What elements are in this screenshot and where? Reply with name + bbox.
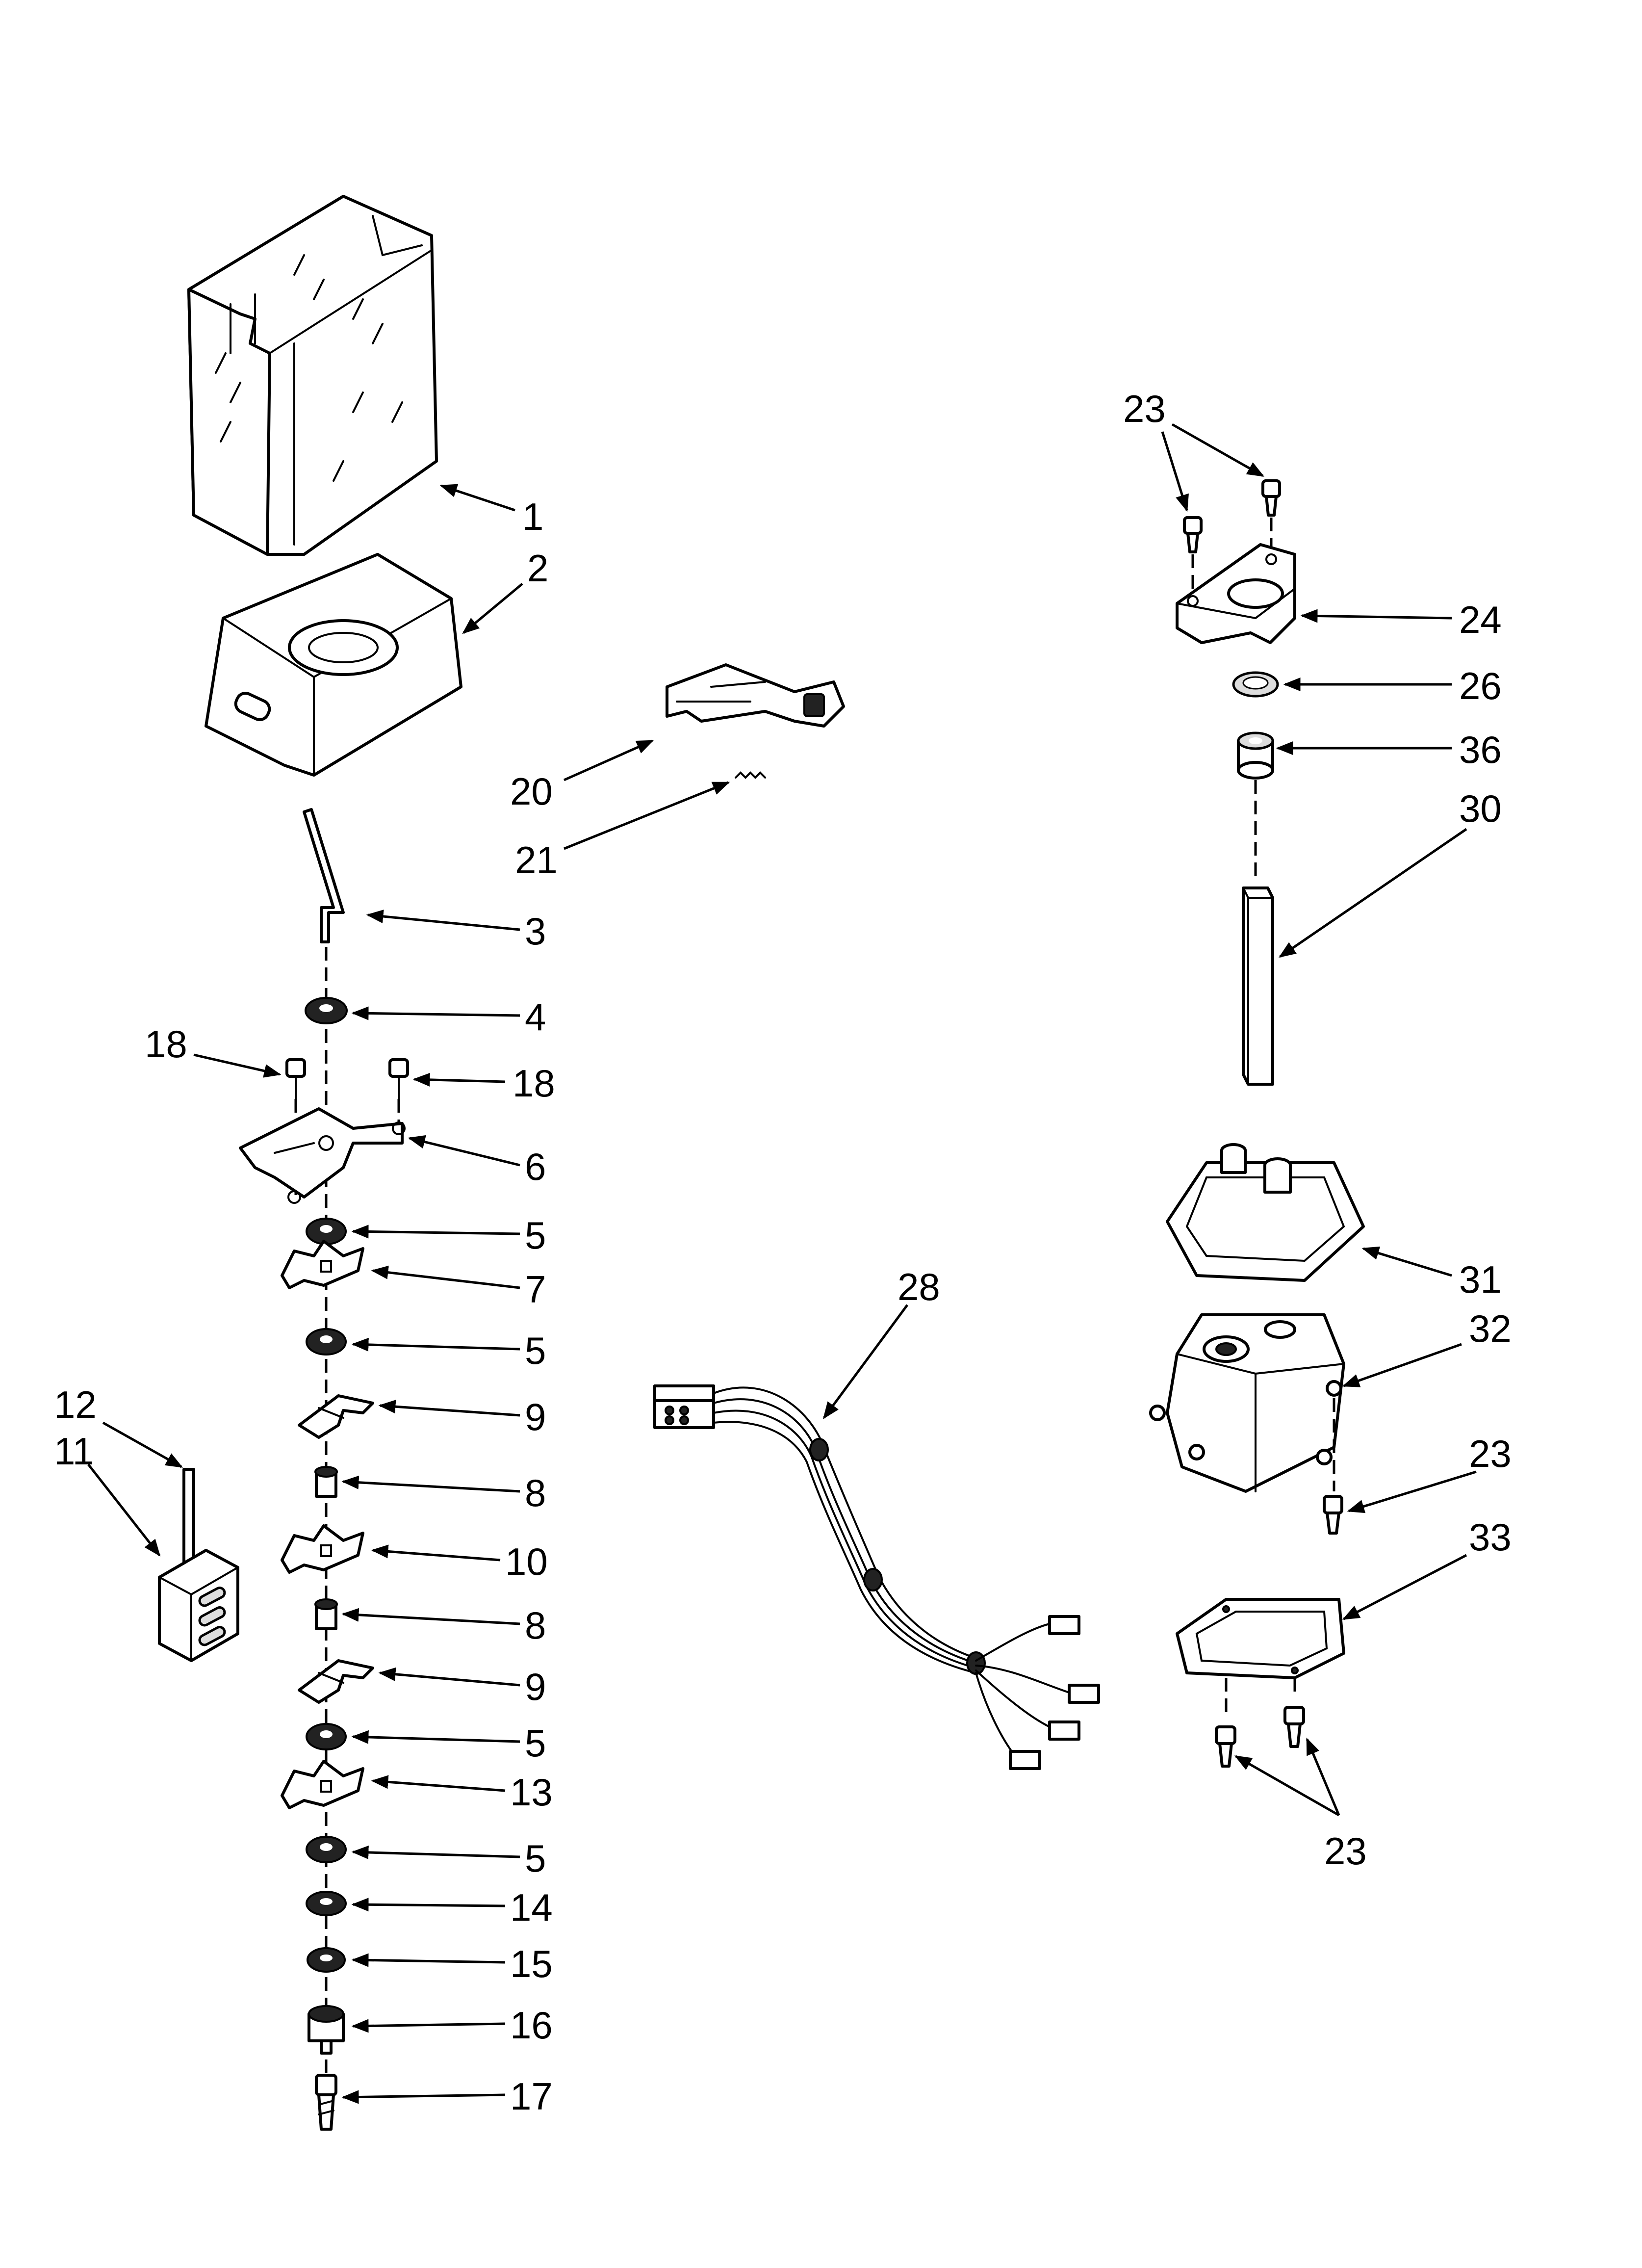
callout-14: 14	[510, 1886, 553, 1929]
part-8-bushing-a	[314, 1466, 338, 1498]
part-5-washer-b	[306, 1328, 347, 1356]
callout-7: 7	[525, 1268, 546, 1311]
part-23-screw-bottom-right	[1283, 1706, 1305, 1748]
callout-18-left: 18	[145, 1022, 187, 1066]
callout-2: 2	[527, 547, 548, 590]
part-5-washer-c	[306, 1723, 347, 1750]
callout-33: 33	[1469, 1515, 1512, 1559]
callout-9-a: 9	[525, 1395, 546, 1438]
part-2-bucket-base	[205, 553, 462, 777]
callout-10: 10	[505, 1540, 548, 1583]
callout-31: 31	[1459, 1258, 1502, 1301]
part-20-lever-bracket	[666, 663, 845, 728]
callout-9-b: 9	[525, 1665, 546, 1708]
part-23-screw-top-left	[1183, 516, 1203, 589]
part-24-mount-plate	[1176, 543, 1296, 644]
part-12-pin	[182, 1468, 195, 1571]
callout-1: 1	[522, 495, 543, 538]
callout-36: 36	[1459, 728, 1502, 771]
part-4-washer	[305, 997, 348, 1024]
callout-30: 30	[1459, 787, 1502, 830]
callout-20: 20	[510, 770, 553, 813]
part-8-bushing-b	[314, 1598, 338, 1630]
callout-5-c: 5	[525, 1721, 546, 1765]
callout-12: 12	[54, 1383, 97, 1426]
callout-18-right: 18	[513, 1062, 555, 1105]
part-23-screw-mid	[1323, 1495, 1343, 1535]
callout-8-b: 8	[525, 1604, 546, 1647]
callout-28: 28	[898, 1265, 940, 1308]
callout-23-mid: 23	[1469, 1432, 1512, 1475]
callout-16: 16	[510, 2004, 553, 2047]
part-11-block	[158, 1549, 239, 1662]
callout-15: 15	[510, 1942, 553, 1985]
part-16-coupler	[308, 2005, 345, 2055]
callout-4: 4	[525, 995, 546, 1039]
callout-26: 26	[1459, 664, 1502, 707]
part-10-cam	[281, 1524, 364, 1574]
part-9-lever-a	[298, 1394, 374, 1439]
leader-lines	[87, 423, 1477, 2104]
part-32-motor	[1149, 1313, 1345, 1493]
part-26-washer	[1232, 671, 1279, 698]
callout-11: 11	[54, 1430, 94, 1473]
part-36-bushing	[1237, 731, 1274, 780]
part-23-screw-top-right	[1261, 479, 1281, 549]
part-13-cam	[281, 1760, 364, 1809]
callout-8-a: 8	[525, 1471, 546, 1514]
part-30-shaft	[1242, 886, 1274, 1086]
callout-13: 13	[510, 1771, 553, 1814]
callout-23-bottom: 23	[1324, 1829, 1367, 1873]
callout-23-top: 23	[1123, 387, 1166, 430]
part-33-gasket	[1176, 1598, 1345, 1679]
callout-3: 3	[525, 910, 546, 953]
callout-numbers: 1 2 3 4 18 18 6 5 7 5 9 8 10 8 9 5 13 5 …	[54, 387, 1512, 2118]
part-1-ice-bucket	[187, 195, 438, 556]
callout-5-a: 5	[525, 1214, 546, 1257]
part-21-spring	[735, 771, 766, 779]
callout-5-d: 5	[525, 1837, 546, 1880]
callout-32: 32	[1469, 1307, 1512, 1350]
part-15-washer	[307, 1947, 346, 1973]
part-6-bracket	[239, 1107, 406, 1204]
part-17-screw	[315, 2074, 337, 2131]
part-3-rod	[303, 808, 345, 943]
part-9-lever-b	[298, 1659, 374, 1704]
callout-6: 6	[525, 1145, 546, 1188]
part-28-wire-harness	[653, 1384, 1100, 1770]
callout-17: 17	[510, 2075, 553, 2118]
part-23-screw-bottom-left	[1215, 1725, 1236, 1768]
part-7-cam	[281, 1240, 364, 1289]
callout-24: 24	[1459, 598, 1502, 641]
part-14-washer	[306, 1891, 347, 1916]
part-5-washer-d	[306, 1836, 347, 1863]
callout-21: 21	[515, 838, 558, 882]
part-5-washer-a	[306, 1218, 347, 1245]
part-31-motor-cover	[1166, 1143, 1365, 1282]
callout-5-b: 5	[525, 1329, 546, 1372]
